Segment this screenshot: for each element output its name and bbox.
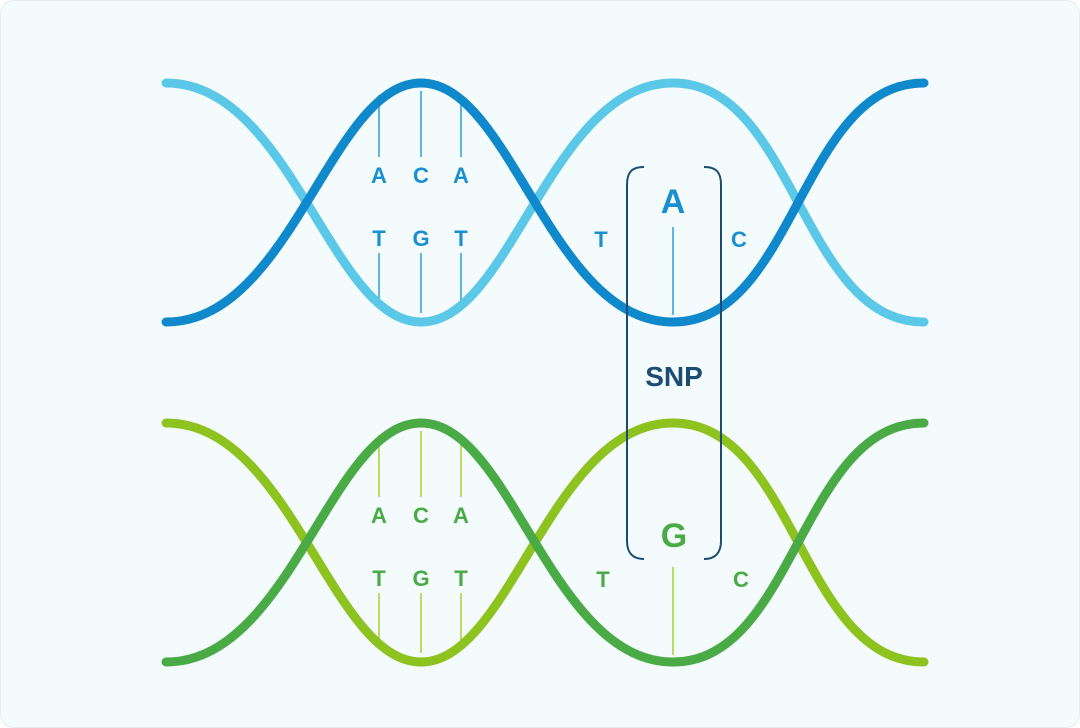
helix-bottom-rungs <box>378 431 674 655</box>
base-letter: T <box>372 226 386 251</box>
flank-base-right: C <box>733 567 749 592</box>
helix-top-rungs <box>378 91 674 315</box>
base-letter: T <box>454 566 468 591</box>
helix-top: A C A T G T T C A <box>161 78 929 327</box>
helix-top-strand-light <box>161 78 929 327</box>
flank-base-right: C <box>731 227 747 252</box>
base-letter: T <box>372 566 386 591</box>
snp-bracket-right <box>703 166 722 560</box>
base-letter: G <box>412 566 429 591</box>
flank-base-left: T <box>596 567 610 592</box>
helix-bottom-strand-dark <box>161 418 929 667</box>
snp-bracket-left <box>626 166 645 560</box>
helix-bottom-strand-light <box>161 418 929 667</box>
snp-base-top: A <box>661 183 686 221</box>
flank-base-left: T <box>594 227 608 252</box>
base-letter: T <box>454 226 468 251</box>
base-letter: A <box>453 163 469 188</box>
snp-highlight-box <box>626 166 722 560</box>
helix-bottom: A C A T G T T C G <box>161 418 929 667</box>
base-letter: C <box>413 503 429 528</box>
base-letter: A <box>371 503 387 528</box>
helix-top-strand-dark <box>161 78 929 327</box>
base-letter: C <box>413 163 429 188</box>
snp-base-bottom: G <box>661 517 687 555</box>
snp-label: SNP <box>645 361 703 392</box>
base-letter: A <box>371 163 387 188</box>
base-letter: A <box>453 503 469 528</box>
base-letter: G <box>412 226 429 251</box>
